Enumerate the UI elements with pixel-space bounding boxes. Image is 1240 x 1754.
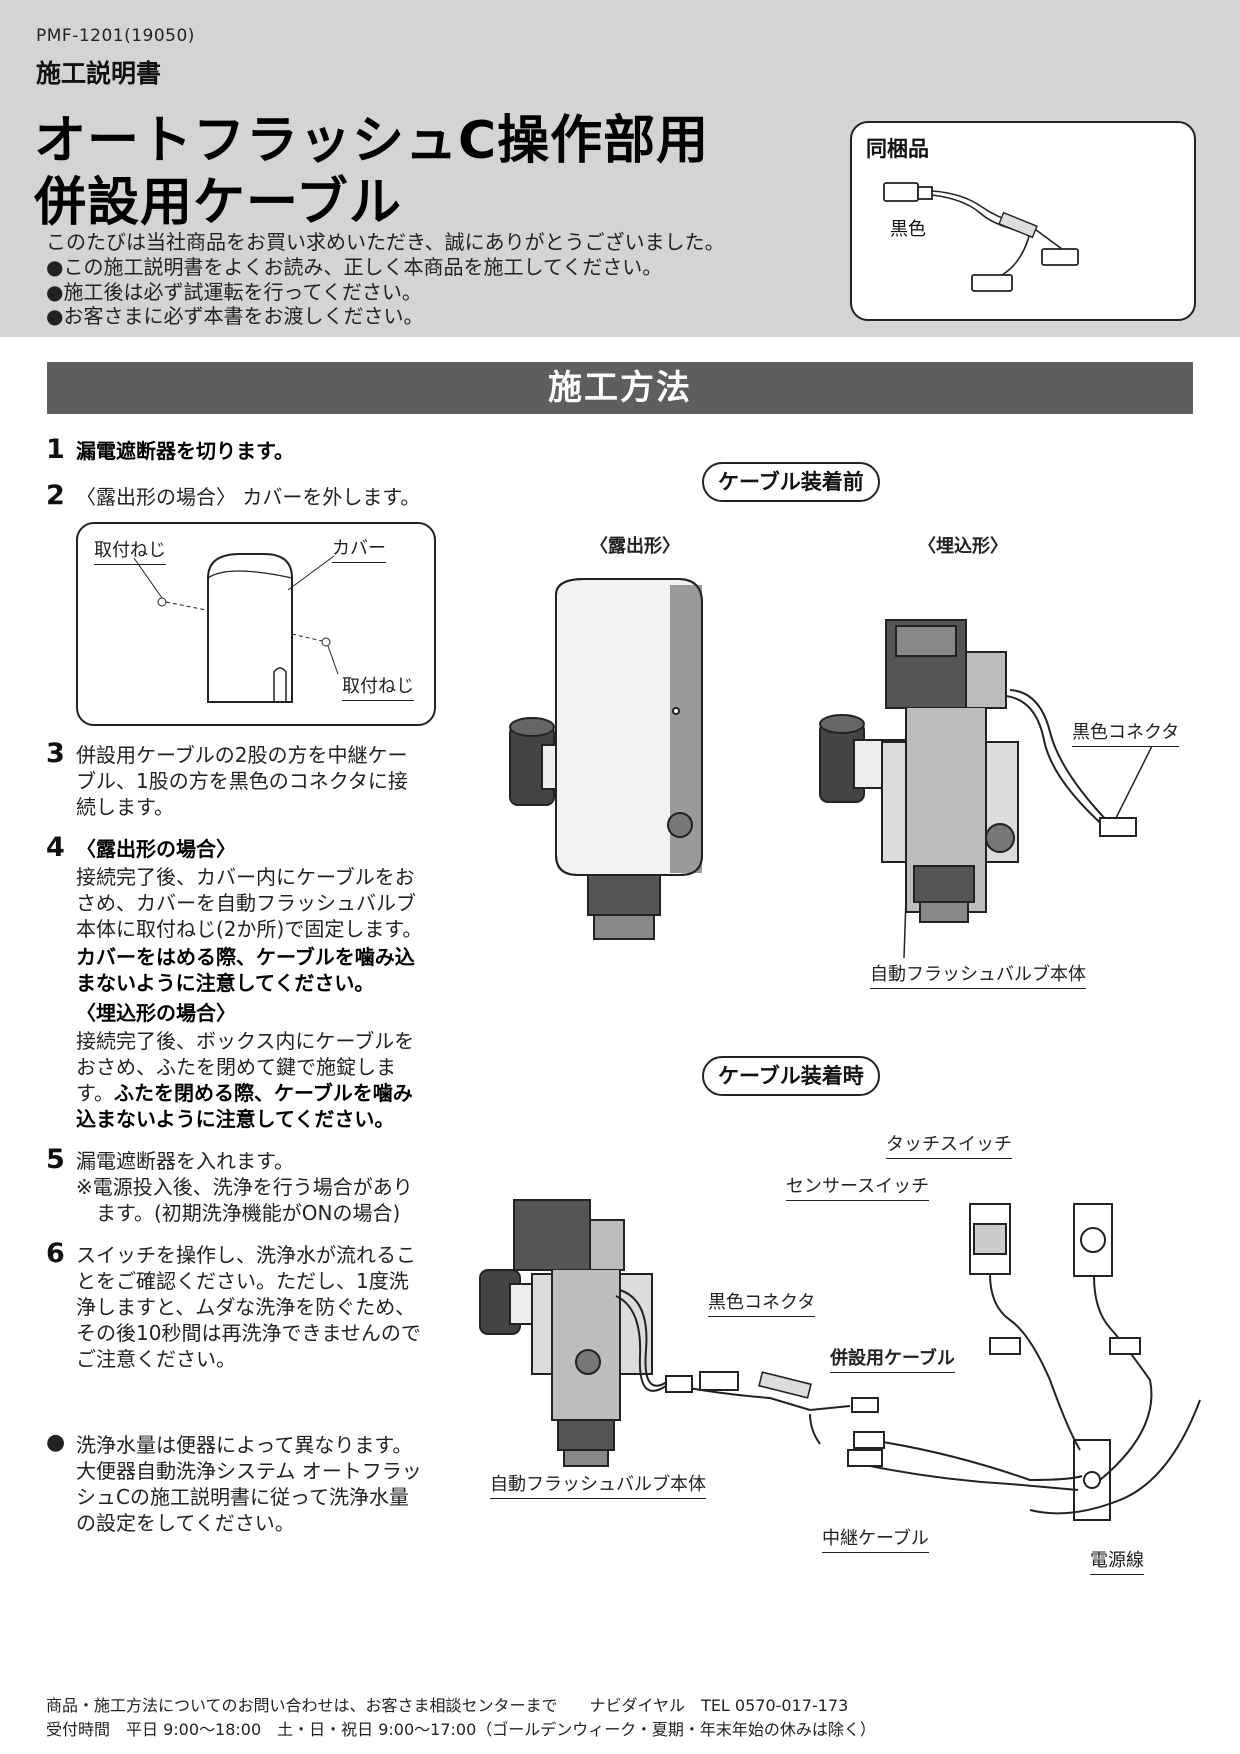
step-4-embedded-line-2: おさめ、ふたを閉めて鍵で施錠しま (76, 1055, 396, 1079)
step-5-number: 5 (46, 1144, 65, 1175)
intro-line-4: ●お客さまに必ず本書をお渡しください。 (46, 304, 424, 328)
note-bullet: ● (46, 1430, 66, 1455)
intro-line-3: ●施工後は必ず試運転を行ってください。 (46, 280, 422, 304)
step-4-exposed-line-1: 接続完了後、カバー内にケーブルをお (76, 865, 415, 889)
relay-cable-label: 中継ケーブル (822, 1524, 929, 1553)
combo-cable-label: 併設用ケーブル (830, 1344, 955, 1373)
screw-label-right: 取付ねじ (342, 672, 414, 701)
step-4-exposed-line-2: さめ、カバーを自動フラッシュバルブ (76, 891, 416, 915)
step-4-exposed-warning-1: カバーをはめる際、ケーブルを噛み込 (76, 945, 415, 969)
step-1-number: 1 (46, 434, 65, 465)
document-code: PMF-1201(19050) (36, 26, 195, 46)
step-6-line-4: その後10秒間は再洗浄できませんので (76, 1321, 421, 1345)
step-4-embedded-line-3a: す。 (76, 1081, 114, 1105)
note-line-3: シュCの施工説明書に従って洗浄水量 (76, 1485, 409, 1509)
cover-label: カバー (332, 534, 386, 563)
step-3-line-3: 続します。 (76, 795, 174, 819)
step-1-text: 漏電遮断器を切ります。 (76, 439, 294, 463)
footer-hours: 受付時間 平日 9:00〜18:00 土・日・祝日 9:00〜17:00（ゴール… (46, 1720, 876, 1739)
title-line-1: オートフラッシュC操作部用 (34, 111, 710, 171)
cover-removal-figure: 取付ねじ カバー 取付ねじ (76, 522, 436, 726)
step-5-line-1: 漏電遮断器を入れます。 (76, 1149, 294, 1173)
step-2-number: 2 (46, 480, 65, 511)
after-valve-body-label: 自動フラッシュバルブ本体 (490, 1470, 706, 1499)
step-4-embedded-warning-2: 込まないように注意してください。 (76, 1107, 395, 1131)
intro-line-2: ●この施工説明書をよくお読み、正しく本商品を施工してください。 (46, 255, 663, 279)
step-5-line-2: ※電源投入後、洗浄を行う場合があり (76, 1175, 413, 1199)
note-line-2: 大便器自動洗浄システム オートフラッ (76, 1459, 422, 1483)
step-4-embedded-heading: 〈埋込形の場合〉 (76, 1001, 236, 1025)
step-2-text: 〈露出形の場合〉 カバーを外します。 (76, 485, 421, 509)
combo-cable-illustration (883, 182, 1079, 292)
header-band: PMF-1201(19050) 施工説明書 オートフラッシュC操作部用 併設用ケ… (0, 0, 1240, 337)
package-contents-box: 同梱品 黒色 (850, 121, 1196, 321)
note-line-4: の設定をしてください。 (76, 1511, 295, 1535)
sensor-switch-label: センサースイッチ (786, 1172, 930, 1201)
step-6-number: 6 (46, 1238, 65, 1269)
step-4-embedded-line-3: す。ふたを閉める際、ケーブルを噛み (76, 1080, 413, 1106)
exposed-type-label: 〈露出形〉 (590, 536, 680, 557)
title-line-2: 併設用ケーブル (34, 173, 402, 233)
section-title-bar: 施工方法 (47, 362, 1193, 414)
step-4-number: 4 (46, 832, 65, 863)
after-installation-pill: ケーブル装着時 (702, 1056, 880, 1096)
step-3-number: 3 (46, 738, 65, 769)
screw-label-left: 取付ねじ (94, 536, 166, 565)
step-6-line-1: スイッチを操作し、洗浄水が流れるこ (76, 1243, 416, 1267)
step-4-embedded-line-1: 接続完了後、ボックス内にケーブルを (76, 1029, 415, 1053)
footer-contact: 商品・施工方法についてのお問い合わせは、お客さま相談センターまで ナビダイヤル … (46, 1696, 849, 1715)
step-4-exposed-heading: 〈露出形の場合〉 (76, 837, 236, 861)
installed-system-illustration (479, 1199, 1201, 1521)
step-3-line-1: 併設用ケーブルの2股の方を中継ケー (76, 743, 408, 767)
cover-illustration (133, 553, 339, 703)
package-contents-title: 同梱品 (866, 137, 929, 161)
before-black-connector-label: 黒色コネクタ (1072, 718, 1180, 747)
step-3-line-2: ブル、1股の方を黒色のコネクタに接 (76, 769, 408, 793)
embedded-type-label: 〈埋込形〉 (918, 536, 1008, 557)
after-black-connector-label: 黒色コネクタ (708, 1288, 816, 1317)
embedded-valve-illustration (819, 619, 1153, 959)
step-4-exposed-warning-2: まないように注意してください。 (76, 971, 375, 995)
note-line-1: 洗浄水量は便器によって異なります。 (76, 1433, 413, 1457)
black-connector-label: 黒色 (890, 219, 926, 240)
step-5-line-3: ます。(初期洗浄機能がONの場合) (76, 1201, 401, 1225)
before-valve-body-label: 自動フラッシュバルブ本体 (870, 960, 1086, 989)
step-4-exposed-line-3: 本体に取付ねじ(2か所)で固定します。 (76, 917, 423, 941)
step-4-embedded-warning-1: ふたを閉める際、ケーブルを噛み (114, 1081, 413, 1105)
step-6-line-5: ご注意ください。 (76, 1347, 236, 1371)
touch-switch-label: タッチスイッチ (886, 1130, 1012, 1159)
document-type: 施工説明書 (36, 59, 162, 88)
step-6-line-2: とをご確認ください。ただし、1度洗 (76, 1269, 409, 1293)
before-installation-pill: ケーブル装着前 (702, 462, 880, 502)
exposed-valve-illustration (509, 578, 703, 940)
intro-line-1: このたびは当社商品をお買い求めいただき、誠にありがとうございました。 (46, 230, 725, 254)
step-6-line-3: 浄しますと、ムダな洗浄を防ぐため、 (76, 1295, 416, 1319)
power-line-label: 電源線 (1090, 1546, 1144, 1575)
